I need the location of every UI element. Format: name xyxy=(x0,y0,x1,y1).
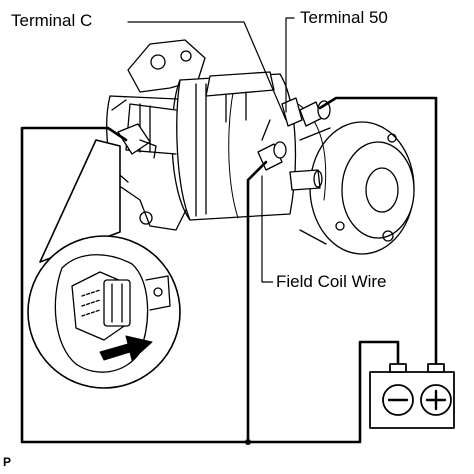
battery xyxy=(369,363,455,429)
plate-code: P xyxy=(3,455,12,469)
test-wiring xyxy=(20,96,438,444)
wire-junction xyxy=(245,439,251,445)
leader-lines xyxy=(127,17,295,283)
starter-motor xyxy=(106,39,415,255)
push-direction-arrow xyxy=(99,335,153,361)
terminal-c-label: Terminal C xyxy=(8,11,96,31)
positive-terminal-icon xyxy=(425,389,447,411)
detail-connector-closeup xyxy=(54,254,171,373)
field-coil-wire-label: Field Coil Wire xyxy=(273,272,390,292)
terminal-50-label: Terminal 50 xyxy=(297,8,391,28)
